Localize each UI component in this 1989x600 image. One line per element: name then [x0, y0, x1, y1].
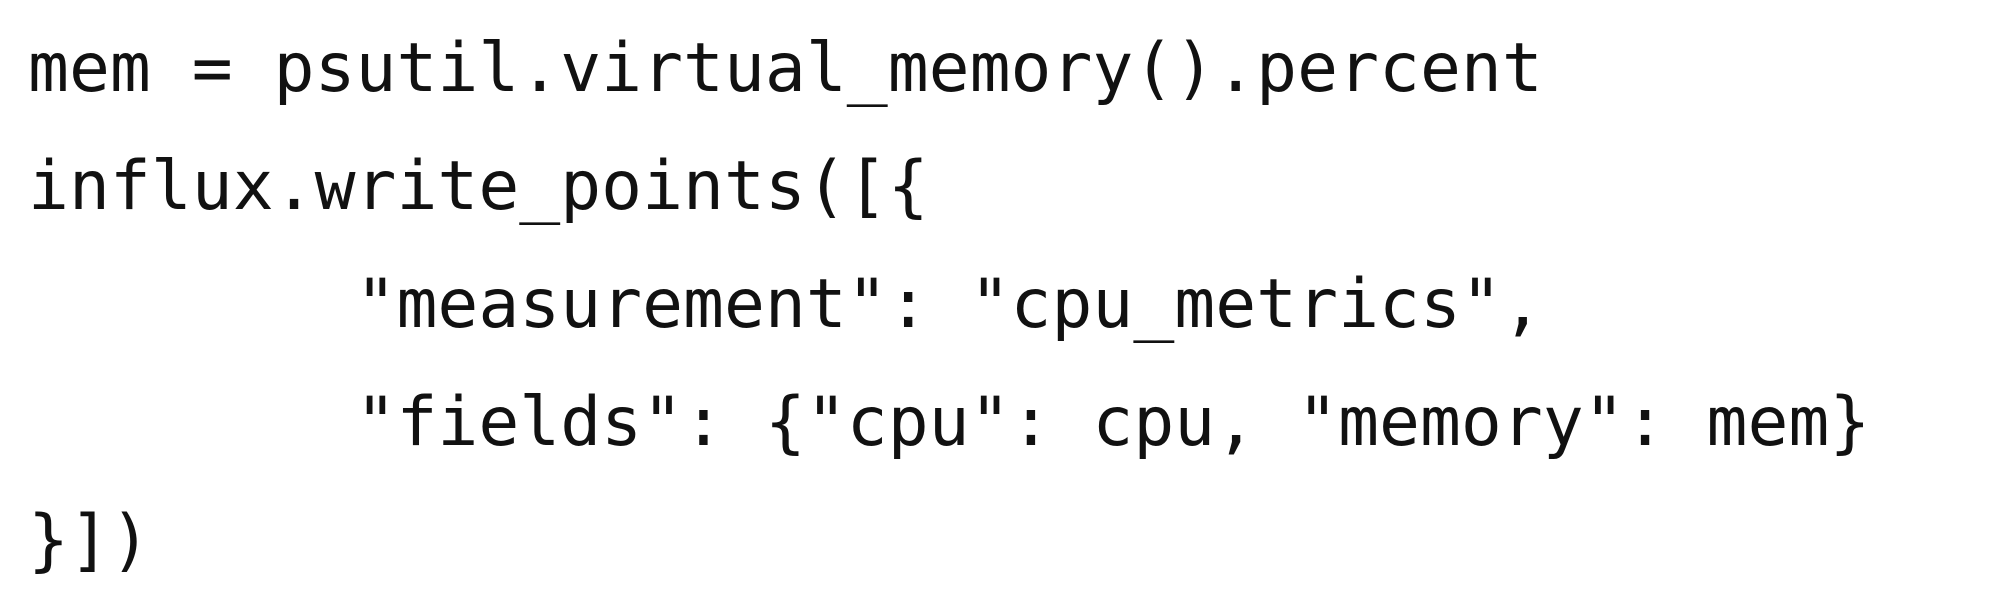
code-line-5: }]): [28, 501, 151, 580]
code-line-2: influx.write_points([{: [28, 147, 929, 226]
code-line-1: mem = psutil.virtual_memory().percent: [28, 29, 1543, 108]
code-line-3: "measurement": "cpu_metrics",: [28, 265, 1543, 344]
code-line-4: "fields": {"cpu": cpu, "memory": mem}: [28, 383, 1871, 462]
